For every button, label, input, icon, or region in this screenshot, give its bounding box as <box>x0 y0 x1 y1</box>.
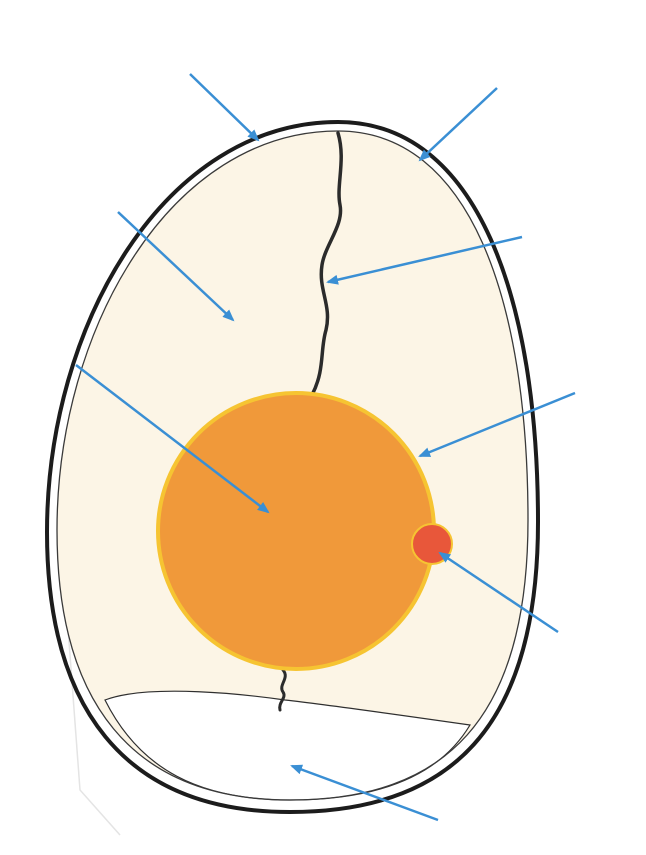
arrow-shell-membrane <box>420 88 497 160</box>
yolk <box>158 393 434 669</box>
arrow-shell <box>190 74 258 140</box>
